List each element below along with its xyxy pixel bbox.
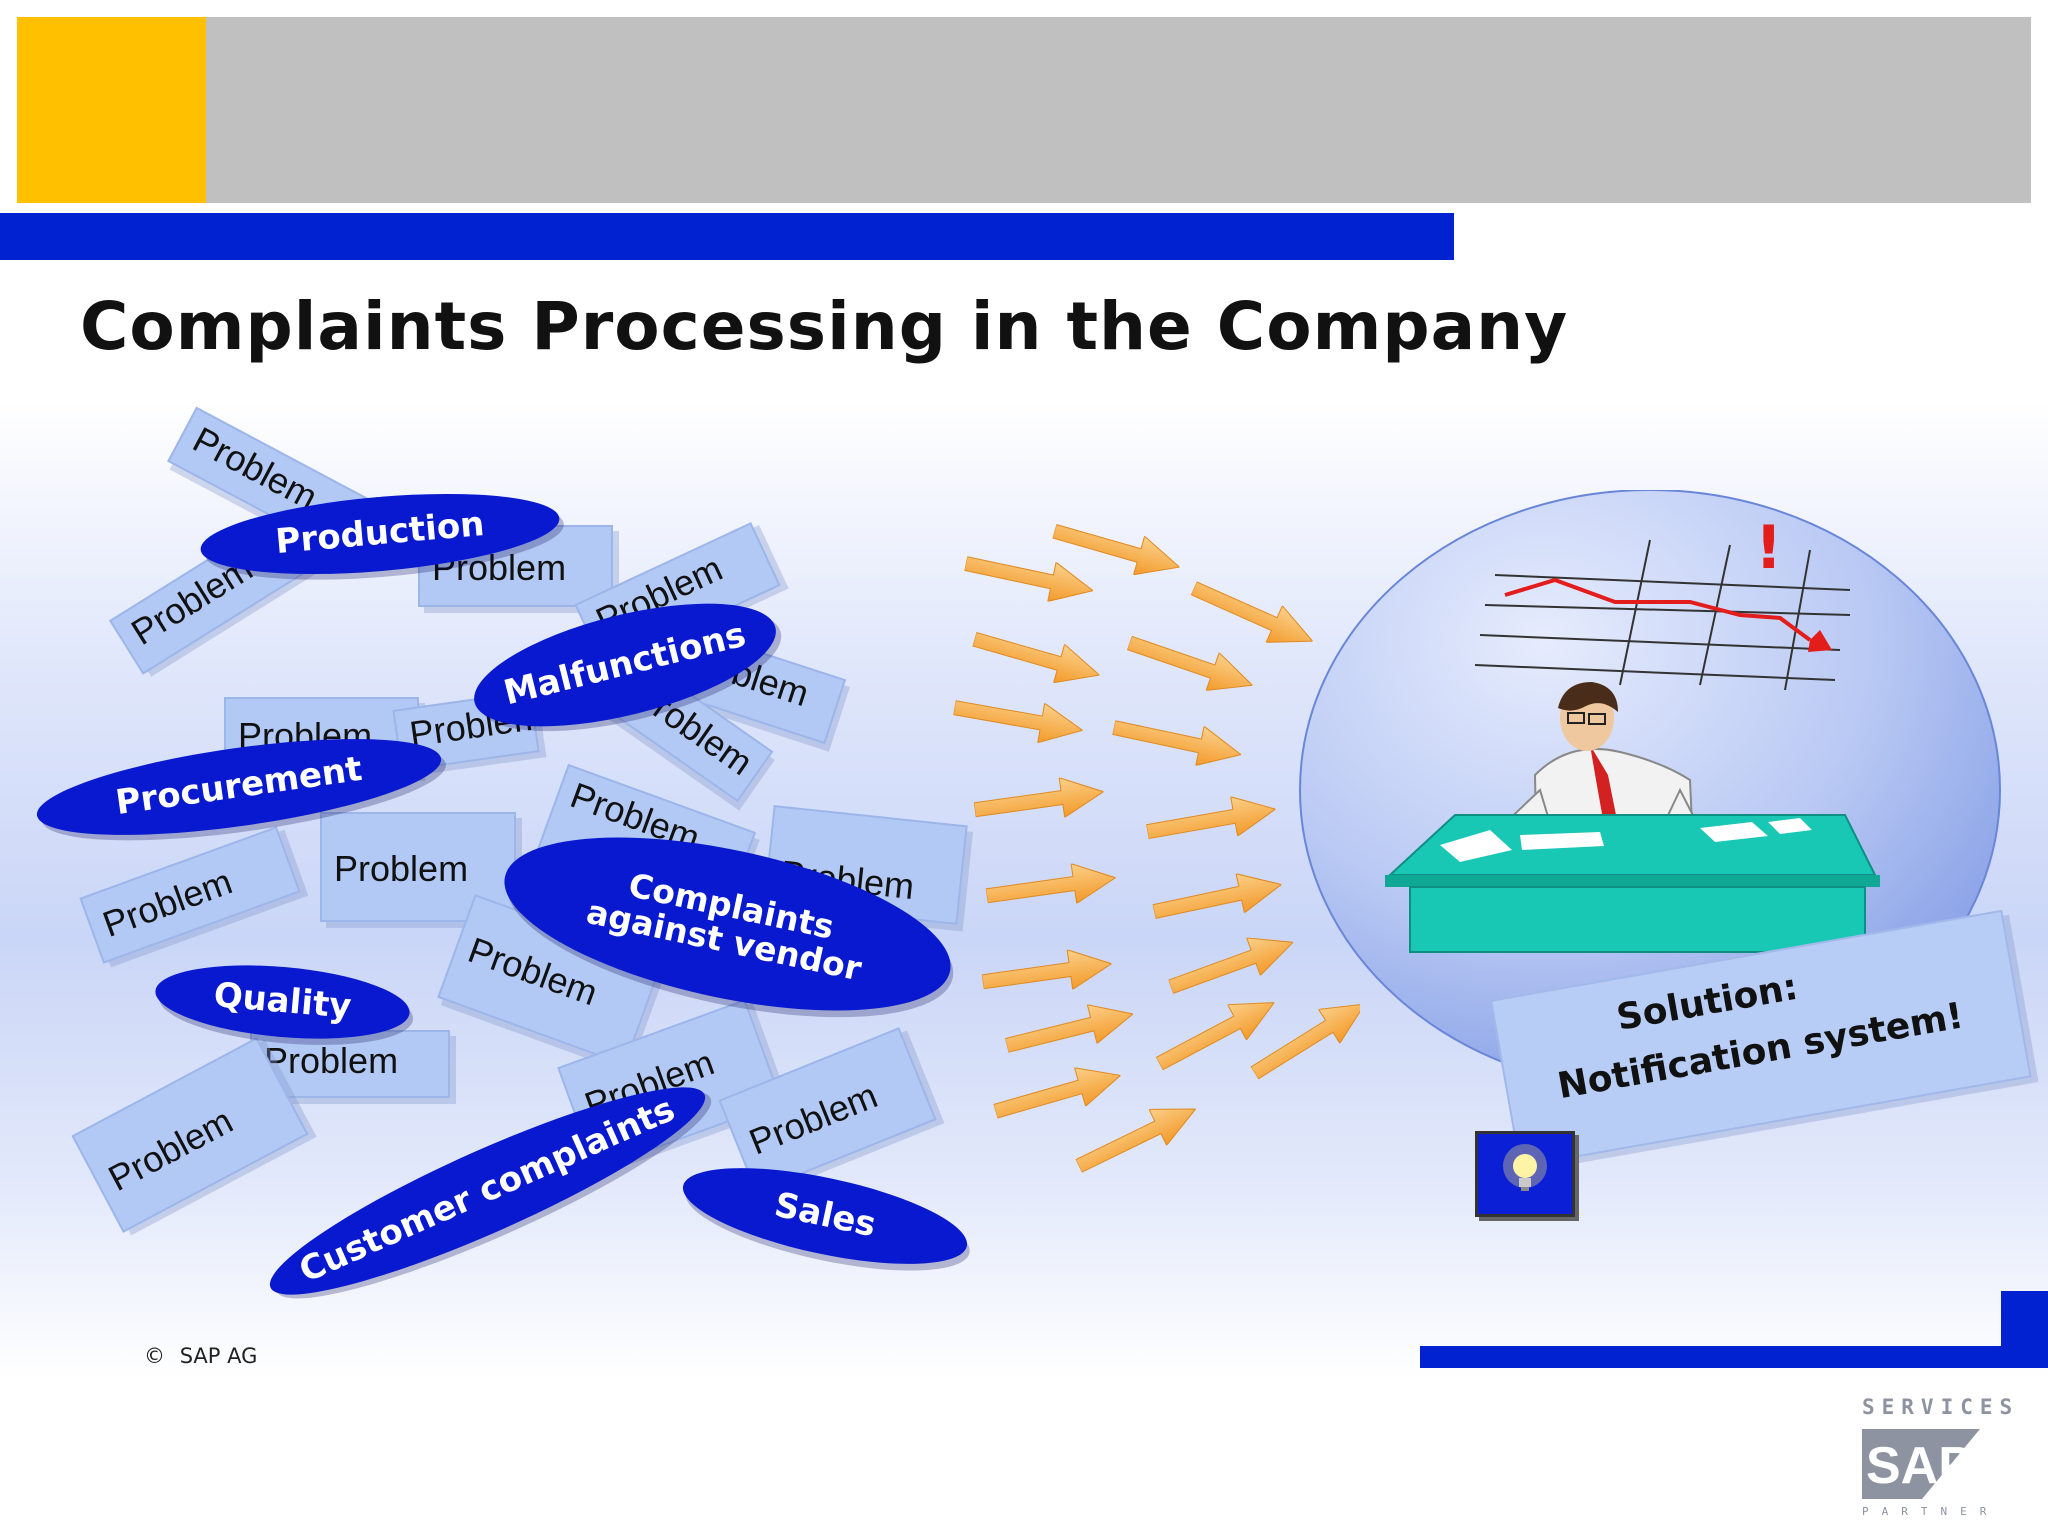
declining-chart-icon [1474,539,1851,691]
copyright-owner: SAP AG [179,1344,258,1368]
arrow-icon [1144,789,1279,852]
arrow-icon [951,688,1087,750]
arrow-icon [1164,923,1300,1006]
arrow-icon [1150,864,1286,932]
arrow-icon [1070,1091,1205,1184]
header-gold-block [17,17,206,203]
arrow-icon [1109,708,1246,775]
footer-blue-bar [1420,1346,2048,1368]
problem-card: Problem [250,1030,450,1098]
arrow-icon [984,857,1119,916]
arrow-icon [990,1056,1126,1131]
arrow-icon [972,771,1107,830]
arrow-icon [1002,994,1138,1065]
logo-services-text: SERVICES [1862,1395,2020,1419]
svg-text:SAP: SAP [1866,1437,1973,1495]
arrow-icon [961,544,1098,611]
alert-exclamation: ! [1755,513,1782,583]
worker-at-desk-icon [1385,682,1880,953]
footer-blue-tab [2001,1291,2048,1346]
header-gray-bar [206,17,2031,203]
slide-title: Complaints Processing in the Company [80,288,1569,365]
copyright-symbol: © [144,1344,165,1368]
sap-services-partner-logo: SERVICES SAP PARTNER [1858,1395,2018,1525]
arrow-icon [980,943,1115,1002]
arrow-icon [1122,624,1259,705]
logo-partner-text: PARTNER [1862,1505,2000,1518]
copyright-text: © SAP AG [144,1344,257,1368]
header-blue-bar [0,213,1454,260]
lightbulb-icon [1475,1131,1575,1217]
sap-logo-icon: SAP [1862,1429,1980,1499]
arrow-icon [968,620,1105,695]
